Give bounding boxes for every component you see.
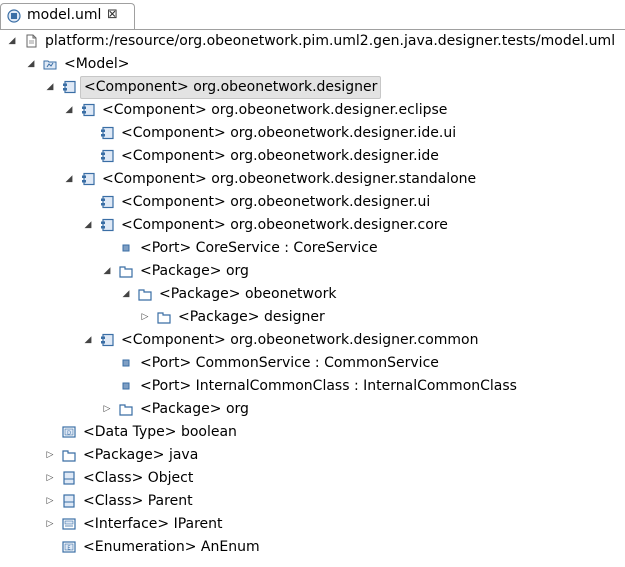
tree-item-label: <Package> org [140,401,249,417]
resource-file-icon [24,34,38,48]
tree-item-label: <Component> org.obeonetwork.designer.ide [121,148,439,164]
tree-item-label: <Component> org.obeonetwork.designer.sta… [102,171,477,187]
enumeration-icon: E [62,540,76,554]
port-icon [119,241,133,255]
tree-item-label: <Package> java [83,447,199,463]
expanded-arrow-icon[interactable]: ◢ [103,266,111,276]
tree-item[interactable]: ▷ <Package> java [0,444,625,467]
expanded-arrow-icon[interactable]: ◢ [46,82,54,92]
collapsed-arrow-icon[interactable]: ▷ [46,496,54,506]
tree-item-label: <Component> org.obeonetwork.designer.ecl… [102,102,448,118]
tree-item-label: <Package> org [140,263,249,279]
tree-item[interactable]: <Port> CoreService : CoreService [0,237,625,260]
tree-item[interactable]: <Component> org.obeonetwork.designer.ide… [0,122,625,145]
tree-item-label: <Package> designer [178,309,325,325]
expanded-arrow-icon[interactable]: ◢ [27,59,35,69]
class-icon [62,494,76,508]
component-icon [81,172,95,186]
port-icon [119,356,133,370]
tree-item-label: <Package> obeonetwork [159,286,337,302]
component-icon [100,333,114,347]
package-icon [119,402,133,416]
svg-text:E: E [67,545,70,551]
tab-separator [0,29,625,30]
tree-item[interactable]: ◢ platform:/resource/org.obeonetwork.pim.… [0,30,625,53]
tree-item-label: <Class> Object [83,470,194,486]
tree-item-label: <Model> [64,56,130,72]
tree-item[interactable]: D <Data Type> boolean [0,421,625,444]
tree-item-label: <Component> org.obeonetwork.designer.ide… [121,125,457,141]
tree-item-label: <Port> InternalCommonClass : InternalCom… [140,378,517,394]
tree-item[interactable]: ▷ <Interface> IParent [0,513,625,536]
package-icon [138,287,152,301]
component-icon [100,195,114,209]
tree-item[interactable]: ▷ <Package> org [0,398,625,421]
datatype-icon: D [62,425,76,439]
tree-item[interactable]: ◢ <Component> org.obeonetwork.designer.co… [0,214,625,237]
editor-tab-label: model.uml [27,7,102,23]
tree-item-label: <Component> org.obeonetwork.designer [80,76,382,99]
expanded-arrow-icon[interactable]: ◢ [8,36,16,46]
component-icon [62,80,76,94]
editor-tab-bar: model.uml ⊠ [0,0,625,30]
tree-item-label: <Port> CommonService : CommonService [140,355,439,371]
expanded-arrow-icon[interactable]: ◢ [84,335,92,345]
component-icon [100,149,114,163]
class-icon [62,471,76,485]
tree-item[interactable]: <Component> org.obeonetwork.designer.ui [0,191,625,214]
tree-item[interactable]: ◢ <Component> org.obeonetwork.designer [0,76,625,99]
editor-tab-model-uml[interactable]: model.uml ⊠ [0,3,135,29]
tree-item[interactable]: ◢ <Model> [0,53,625,76]
package-icon [62,448,76,462]
tree-item[interactable]: ◢ <Component> org.obeonetwork.designer.ec… [0,99,625,122]
interface-icon [62,517,76,531]
collapsed-arrow-icon[interactable]: ▷ [141,312,149,322]
tree-item[interactable]: E <Enumeration> AnEnum [0,536,625,559]
tree-item-label: <Data Type> boolean [83,424,237,440]
expanded-arrow-icon[interactable]: ◢ [65,105,73,115]
tree-item-label: <Component> org.obeonetwork.designer.com… [121,332,479,348]
tree-item-label: <Class> Parent [83,493,193,509]
model-icon [43,57,57,71]
tree-item[interactable]: ▷ <Class> Object [0,467,625,490]
tree-item-label: <Component> org.obeonetwork.designer.cor… [121,217,448,233]
expanded-arrow-icon[interactable]: ◢ [122,289,130,299]
svg-text:D: D [67,430,71,436]
collapsed-arrow-icon[interactable]: ▷ [46,450,54,460]
component-icon [81,103,95,117]
tree-item[interactable]: ▷ <Class> Parent [0,490,625,513]
component-icon [100,218,114,232]
tree-item[interactable]: ◢ <Component> org.obeonetwork.designer.co… [0,329,625,352]
collapsed-arrow-icon[interactable]: ▷ [103,404,111,414]
tree-item[interactable]: ◢ <Component> org.obeonetwork.designer.st… [0,168,625,191]
model-tree[interactable]: ◢ platform:/resource/org.obeonetwork.pim.… [0,30,625,567]
tree-item-label: <Component> org.obeonetwork.designer.ui [121,194,431,210]
tree-item-label: <Interface> IParent [83,516,223,532]
uml-model-icon [7,9,21,23]
close-icon[interactable]: ⊠ [107,7,118,22]
collapsed-arrow-icon[interactable]: ▷ [46,519,54,529]
port-icon [119,379,133,393]
tree-item[interactable]: ▷ <Package> designer [0,306,625,329]
tree-item-label: <Enumeration> AnEnum [83,539,260,555]
tree-item-label: platform:/resource/org.obeonetwork.pim.u… [45,33,616,49]
tree-item[interactable]: <Component> org.obeonetwork.designer.ide [0,145,625,168]
tree-item[interactable]: ◢ <Package> obeonetwork [0,283,625,306]
collapsed-arrow-icon[interactable]: ▷ [46,473,54,483]
package-icon [157,310,171,324]
expanded-arrow-icon[interactable]: ◢ [84,220,92,230]
tree-item[interactable]: <Port> CommonService : CommonService [0,352,625,375]
tree-item[interactable]: ◢ <Package> org [0,260,625,283]
tree-item-label: <Port> CoreService : CoreService [140,240,378,256]
expanded-arrow-icon[interactable]: ◢ [65,174,73,184]
tree-item[interactable]: <Port> InternalCommonClass : InternalCom… [0,375,625,398]
component-icon [100,126,114,140]
package-icon [119,264,133,278]
